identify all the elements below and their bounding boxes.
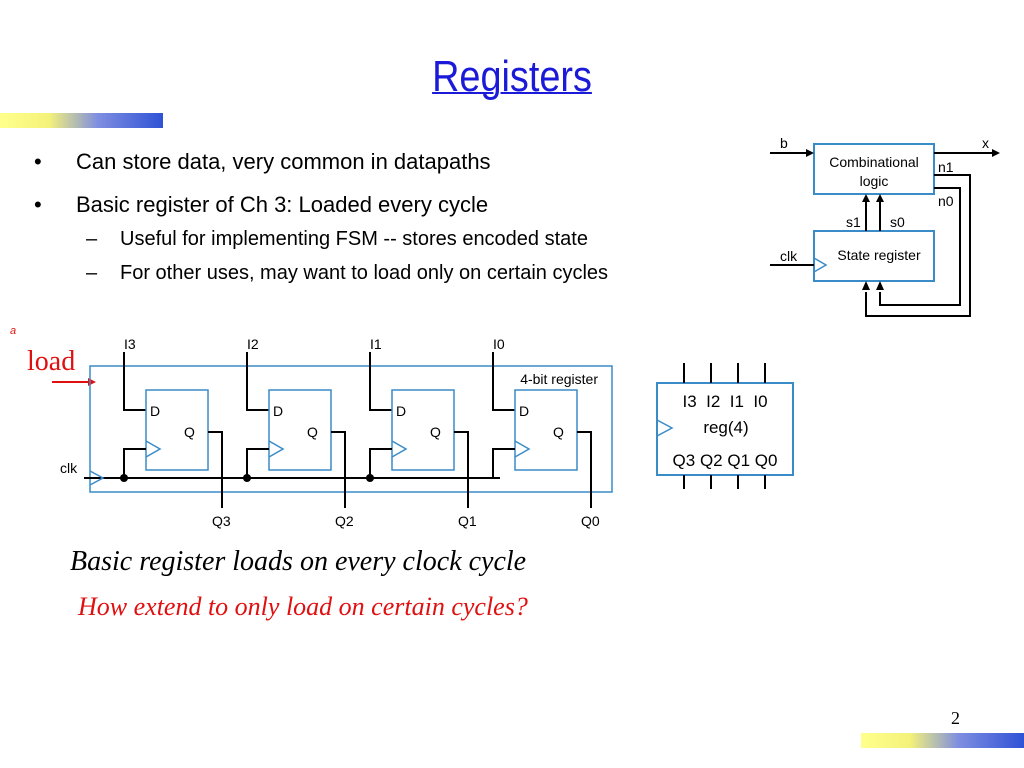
accent-bar-bottom	[861, 733, 1024, 748]
state-register-label: State register	[837, 247, 921, 263]
output-wire	[454, 431, 469, 508]
output-label: Q2	[335, 513, 354, 529]
bullet-text: Basic register of Ch 3: Loaded every cyc…	[76, 192, 489, 217]
register-box	[89, 365, 613, 493]
flipflop-clock-icon	[514, 440, 531, 458]
input-wire	[246, 352, 269, 411]
bullet-item: • Can store data, very common in datapat…	[34, 148, 754, 175]
reg4-name: reg(4)	[703, 418, 748, 437]
d-label: D	[273, 403, 283, 419]
junction-dot	[366, 474, 374, 482]
output-x-label: x	[982, 135, 989, 151]
output-wire	[331, 431, 346, 508]
flipflop-box	[514, 389, 578, 471]
flipflop-clock-icon	[268, 440, 285, 458]
bullet-text: Can store data, very common in datapaths	[76, 149, 491, 174]
input-label: I0	[493, 336, 505, 352]
flipflop-clock-icon	[391, 440, 408, 458]
logic-label: logic	[860, 173, 889, 189]
input-label: I1	[370, 336, 382, 352]
sub-bullet-item: – For other uses, may want to load only …	[34, 258, 680, 288]
combinational-logic-box	[813, 143, 935, 195]
caption-main: Basic register loads on every clock cycl…	[70, 546, 527, 577]
n0-label: n0	[938, 193, 954, 209]
register-box-label: 4-bit register	[520, 371, 598, 387]
load-label: load	[27, 346, 75, 377]
clock-branch	[246, 448, 269, 478]
combinational-label: Combinational	[829, 154, 919, 170]
s0-label: s0	[890, 214, 905, 230]
clock-branch	[492, 448, 515, 478]
sub-bullet-marker: –	[86, 228, 98, 250]
output-label: Q1	[458, 513, 477, 529]
accent-bar-top	[0, 113, 163, 128]
q-label: Q	[430, 424, 441, 440]
output-wire	[208, 431, 223, 508]
bullet-item: • Basic register of Ch 3: Loaded every c…	[34, 191, 754, 218]
s1-label: s1	[846, 214, 861, 230]
junction-dot	[243, 474, 251, 482]
flipflop-box	[391, 389, 455, 471]
flipflop-clock-icon	[145, 440, 162, 458]
state-register-box	[813, 230, 935, 282]
sub-bullet-text: For other uses, may want to load only on…	[120, 262, 609, 284]
clock-branch	[369, 448, 392, 478]
bullet-list: • Can store data, very common in datapat…	[34, 148, 754, 292]
input-wire	[369, 352, 392, 411]
input-label: I3	[124, 336, 136, 352]
page-number: 2	[951, 708, 960, 728]
q-label: Q	[307, 424, 318, 440]
flipflop-box	[145, 389, 209, 471]
d-label: D	[396, 403, 406, 419]
stray-mark: a	[10, 325, 16, 337]
input-wire	[492, 352, 515, 411]
reg4-inputs: I3 I2 I1 I0	[682, 392, 767, 411]
q-label: Q	[184, 424, 195, 440]
sub-bullet-marker: –	[86, 262, 98, 284]
output-label: Q0	[581, 513, 600, 529]
input-b-label: b	[780, 135, 788, 151]
junction-dot	[120, 474, 128, 482]
sub-bullet-text: Useful for implementing FSM -- stores en…	[120, 228, 588, 250]
fsm-clk-label: clk	[780, 248, 798, 264]
sub-bullet-item: – Useful for implementing FSM -- stores …	[34, 224, 760, 254]
d-label: D	[519, 403, 529, 419]
input-wire	[123, 352, 146, 411]
reg4-outputs: Q3 Q2 Q1 Q0	[673, 451, 778, 470]
input-label: I2	[247, 336, 259, 352]
bullet-marker: •	[34, 192, 42, 217]
caption-question: How extend to only load on certain cycle…	[78, 592, 528, 621]
q-label: Q	[553, 424, 564, 440]
output-label: Q3	[212, 513, 231, 529]
output-wire	[577, 431, 592, 508]
flipflop-box	[268, 389, 332, 471]
register-clk-label: clk	[60, 460, 78, 476]
reg4-box	[656, 382, 794, 476]
n1-label: n1	[938, 159, 954, 175]
clock-branch	[123, 448, 146, 478]
slide-title: Registers	[432, 52, 592, 101]
bullet-marker: •	[34, 149, 42, 174]
d-label: D	[150, 403, 160, 419]
